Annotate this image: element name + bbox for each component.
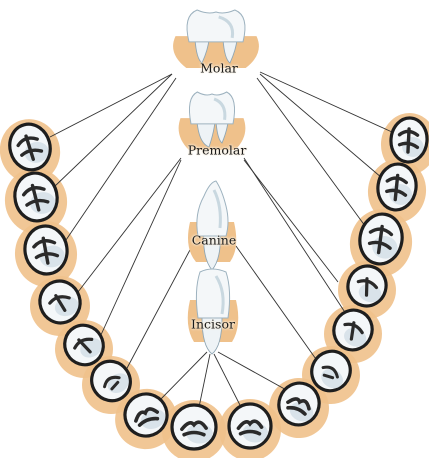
premolar-tooth-icon: [179, 92, 246, 150]
connector-line: [100, 160, 181, 337]
incisor-arch-tooth: [172, 405, 216, 449]
connector-line: [236, 246, 318, 362]
connector-line: [244, 160, 338, 282]
molar-tooth-icon: [173, 10, 259, 68]
connector-line: [50, 74, 172, 137]
connector-line: [244, 158, 350, 320]
connector-line: [260, 72, 392, 132]
incisor-label: Incisor: [191, 317, 235, 332]
side-crown: [189, 92, 234, 124]
premolar-label: Premolar: [188, 143, 247, 158]
connector-line: [66, 78, 176, 240]
incisor-tooth-icon: [188, 269, 239, 354]
connector-line: [260, 74, 382, 178]
canine-label: Canine: [192, 233, 237, 248]
canine-tooth-icon: [188, 181, 236, 270]
side-crown: [187, 10, 245, 42]
molar-label: Molar: [200, 61, 238, 76]
connector-line: [126, 248, 191, 370]
connector-line: [214, 354, 243, 411]
connector-line: [257, 78, 368, 230]
side-crown: [197, 181, 228, 236]
incisor-arch-tooth: [229, 404, 271, 448]
side-crown: [196, 269, 229, 318]
connector-line: [158, 352, 207, 402]
connector-line: [218, 352, 290, 392]
